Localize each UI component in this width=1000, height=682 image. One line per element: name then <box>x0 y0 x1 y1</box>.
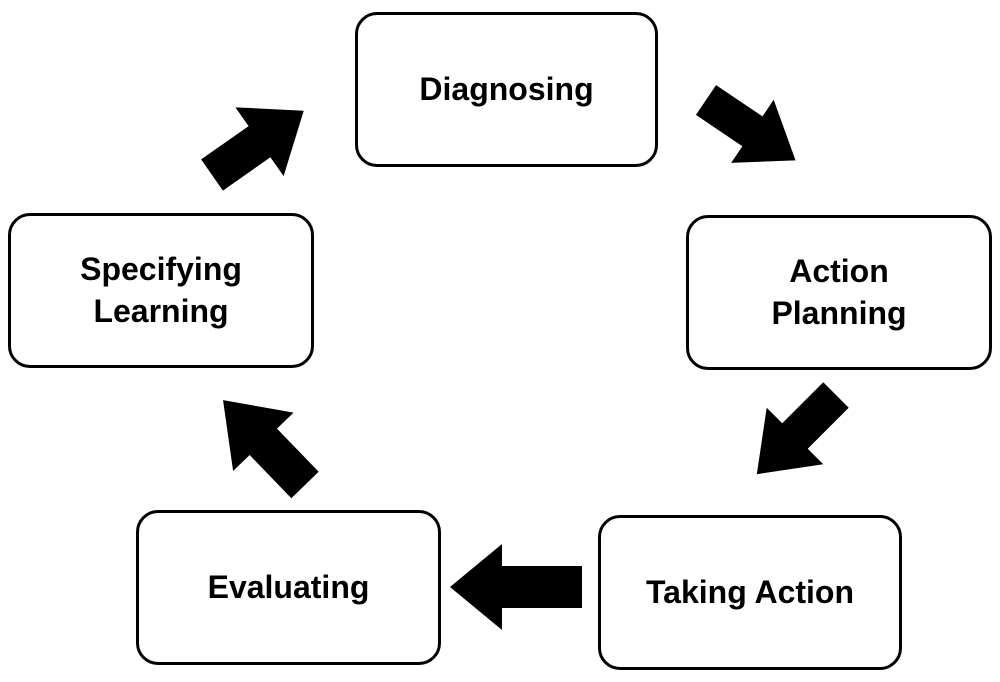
node-taking-action: Taking Action <box>598 515 902 670</box>
node-label-line: Diagnosing <box>419 70 594 107</box>
node-label-line: Action <box>789 252 889 289</box>
node-label-line: Evaluating <box>207 568 370 605</box>
node-action-planning: Action Planning <box>686 215 992 370</box>
arrow-evaluating-to-specifying-learning <box>223 400 319 499</box>
arrow-specifying-learning-to-diagnosing <box>201 107 304 191</box>
arrow-taking-action-to-evaluating <box>450 544 582 630</box>
arrow-diagnosing-to-action-planning <box>695 85 796 163</box>
node-diagnosing: Diagnosing <box>355 12 658 167</box>
node-label-line: Taking Action <box>646 573 854 610</box>
node-label-line: Planning <box>771 294 907 331</box>
arrow-action-planning-to-taking-action <box>756 382 849 475</box>
node-specifying-learning: Specifying Learning <box>8 213 314 368</box>
node-evaluating: Evaluating <box>136 510 441 665</box>
node-label-line: Learning <box>93 292 229 329</box>
node-label-line: Specifying <box>80 250 242 287</box>
